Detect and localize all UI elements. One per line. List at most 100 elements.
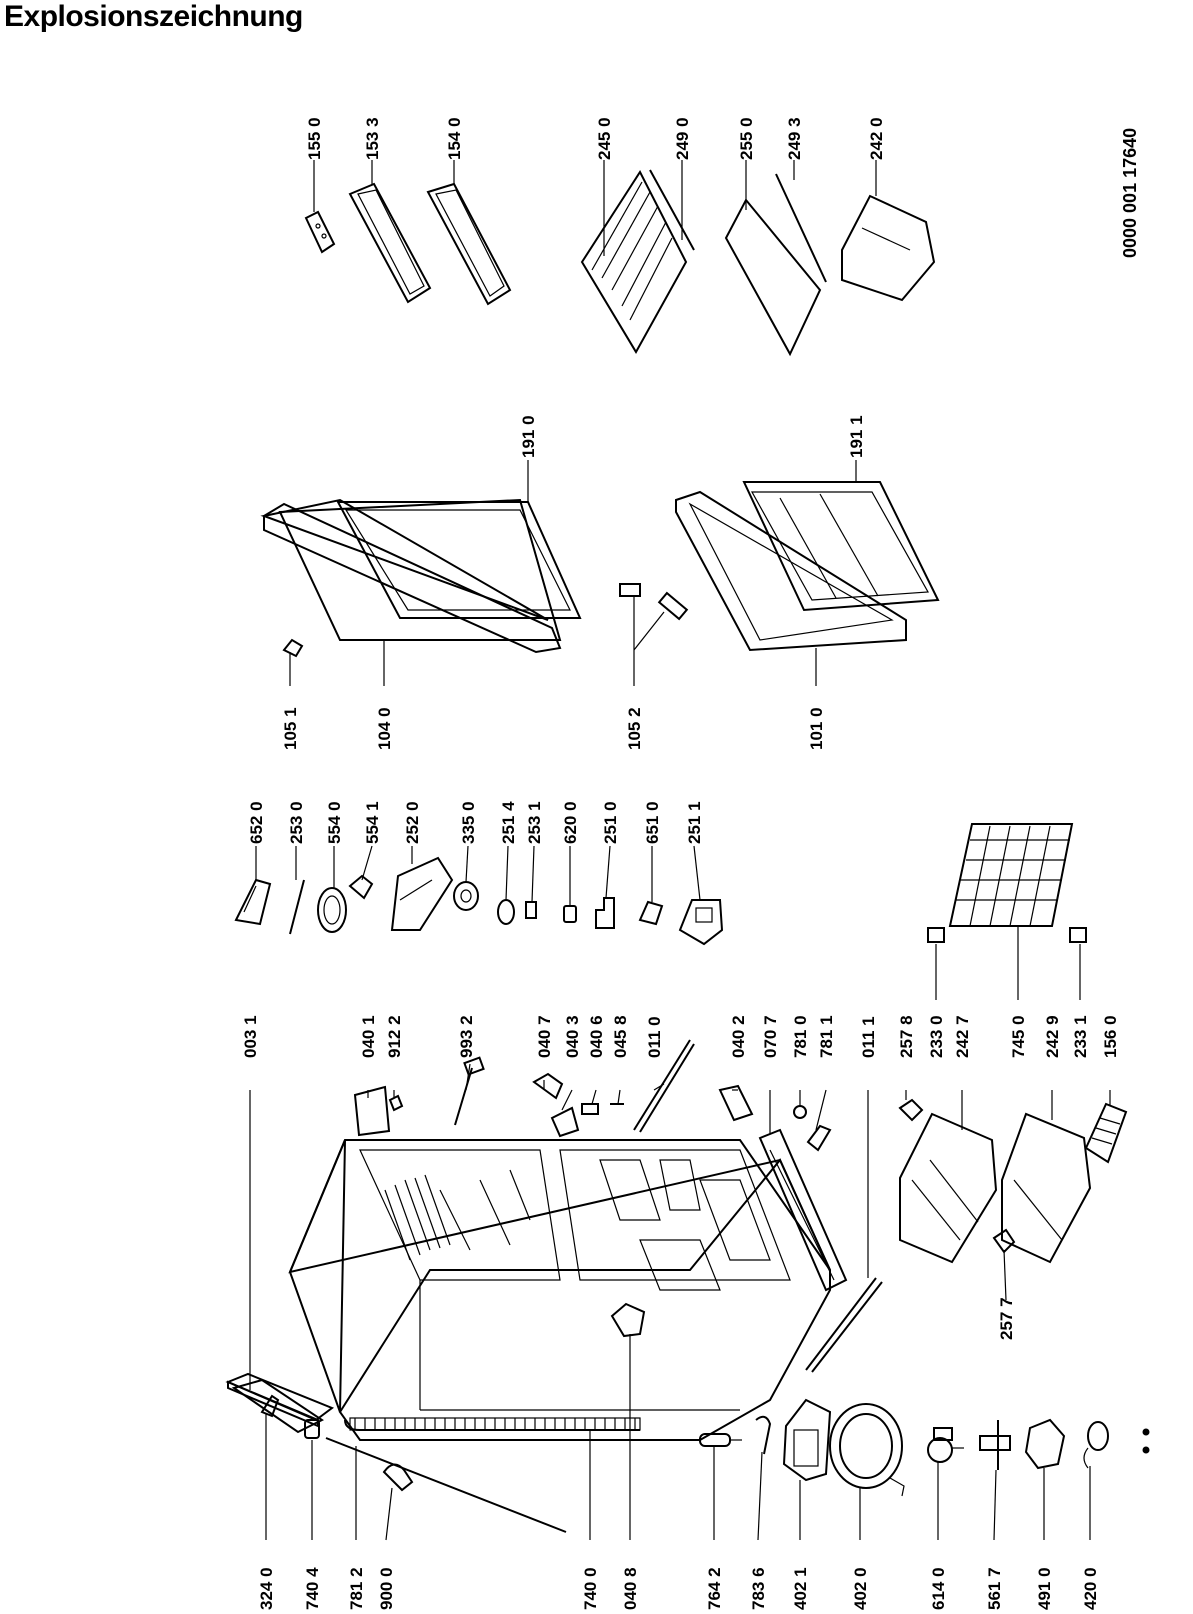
- label-4021: 402 1: [791, 1567, 810, 1610]
- label-7404: 740 4: [303, 1567, 322, 1610]
- label-3350: 335 0: [459, 801, 478, 844]
- label-0408: 040 8: [621, 1567, 640, 1610]
- label-3240: 324 0: [257, 1567, 276, 1610]
- back-panel-part: [225, 1372, 335, 1434]
- label-2578: 257 8: [897, 1015, 916, 1058]
- cap-part-1051: [282, 638, 304, 658]
- label-9000: 900 0: [377, 1567, 396, 1610]
- knob-5540: [317, 887, 347, 933]
- document-number: 0000 001 17640: [1120, 128, 1140, 258]
- label-0403: 040 3: [563, 1015, 582, 1058]
- label-6140: 614 0: [929, 1567, 948, 1610]
- pad-part-0406: [581, 1103, 599, 1115]
- relay-part-6140: [927, 1427, 964, 1463]
- cylinder-part-7404: [304, 1419, 320, 1439]
- label-5617: 561 7: [985, 1567, 1004, 1610]
- label-7400: 740 0: [581, 1567, 600, 1610]
- label-2577: 257 7: [997, 1297, 1016, 1340]
- label-2490: 249 0: [673, 117, 692, 160]
- crisper-drawer-2420: [841, 194, 936, 302]
- condenser-grille: [349, 1417, 641, 1431]
- label-4200: 420 0: [1081, 1567, 1100, 1610]
- label-4020: 402 0: [851, 1567, 870, 1610]
- small-dot-part: [1142, 1446, 1150, 1454]
- egg-tray-1550: [304, 210, 336, 254]
- label-2450: 245 0: [595, 117, 614, 160]
- thermostat-part-6520: [234, 878, 272, 926]
- capacitor-part-4200: [1083, 1421, 1109, 1469]
- clip-part-3240: [260, 1394, 280, 1418]
- label-0407: 040 7: [535, 1015, 554, 1058]
- label-2331: 233 1: [1071, 1015, 1090, 1058]
- door-balcony-1533: [348, 182, 432, 304]
- label-7812: 781 2: [347, 1567, 366, 1610]
- door-gasket-1911: [742, 481, 940, 612]
- page-title: Explosionszeichnung: [4, 0, 303, 33]
- label-2550: 255 0: [737, 117, 756, 160]
- compressor-4020: [829, 1403, 905, 1497]
- door-balcony-1540: [426, 182, 512, 306]
- screw-part-9122: [388, 1094, 404, 1112]
- label-2493: 249 3: [785, 117, 804, 160]
- label-2510: 251 0: [601, 801, 620, 844]
- shelf-trim-2493: [775, 173, 827, 283]
- label-2427: 242 7: [953, 1015, 972, 1058]
- label-1911: 191 1: [847, 415, 866, 458]
- label-2511: 251 1: [685, 801, 704, 844]
- label-0402: 040 2: [729, 1015, 748, 1058]
- ice-tray-1560: [1084, 1102, 1128, 1164]
- hinge-part-0408: [610, 1302, 646, 1338]
- fridge-door-1040: [260, 498, 562, 654]
- rail-part-0111: [805, 1277, 877, 1371]
- label-7811: 781 1: [817, 1015, 836, 1058]
- label-2531: 253 1: [525, 801, 544, 844]
- label-6200: 620 0: [561, 801, 580, 844]
- label-5540: 554 0: [325, 801, 344, 844]
- roller-part-7810: [793, 1105, 807, 1119]
- label-9122: 912 2: [385, 1015, 404, 1058]
- label-1540: 154 0: [445, 117, 464, 160]
- label-2530: 253 0: [287, 801, 306, 844]
- lamp-cover-2520: [390, 856, 454, 931]
- clip-part-2531: [525, 901, 537, 919]
- cover-part-4910: [1024, 1418, 1066, 1470]
- label-7642: 764 2: [705, 1567, 724, 1610]
- part-labels: 155 0 153 3 154 0 245 0 249 0 255 0 249 …: [241, 117, 1140, 1610]
- label-1052: 105 2: [625, 707, 644, 750]
- evaporator-grid-7450: [948, 823, 1074, 927]
- lamp-part-9932: [454, 1056, 485, 1126]
- label-2429: 242 9: [1043, 1015, 1062, 1058]
- knob-shaft-2530: [289, 879, 305, 935]
- label-6510: 651 0: [643, 801, 662, 844]
- label-5541: 554 1: [363, 801, 382, 844]
- label-0406: 040 6: [587, 1015, 606, 1058]
- cabinet-housing: [288, 1139, 831, 1441]
- bracket-part-0402: [718, 1084, 754, 1122]
- bracket-part-9000: [382, 1463, 414, 1492]
- rail-assembly-0707: [758, 1128, 848, 1292]
- freezer-drawer-2427: [899, 1112, 998, 1264]
- label-1040: 104 0: [375, 707, 394, 750]
- label-7450: 745 0: [1009, 1015, 1028, 1058]
- compressor-base-4021: [782, 1398, 832, 1482]
- handle-part-2578: [898, 1098, 924, 1122]
- glass-shelf-2550: [724, 198, 822, 357]
- label-4910: 491 0: [1035, 1567, 1054, 1610]
- label-0110: 011 0: [645, 1016, 664, 1058]
- rod-part-7812: [325, 1437, 567, 1533]
- wire-shelf-2450: [580, 169, 688, 354]
- label-2520: 252 0: [403, 801, 422, 844]
- bracket-part-0401: [353, 1085, 391, 1137]
- bulb-3350: [453, 881, 479, 911]
- leader-lines: [249, 160, 1111, 1541]
- label-0458: 045 8: [611, 1015, 630, 1058]
- label-0111: 011 1: [859, 1016, 878, 1058]
- door-gasket-1910: [336, 501, 582, 619]
- bracket-part-0407: [532, 1072, 564, 1100]
- label-9932: 993 2: [457, 1015, 476, 1058]
- small-dot-part: [1142, 1428, 1150, 1436]
- label-1051: 105 1: [281, 707, 300, 750]
- ring-part-2514: [497, 899, 515, 925]
- label-7810: 781 0: [791, 1015, 810, 1058]
